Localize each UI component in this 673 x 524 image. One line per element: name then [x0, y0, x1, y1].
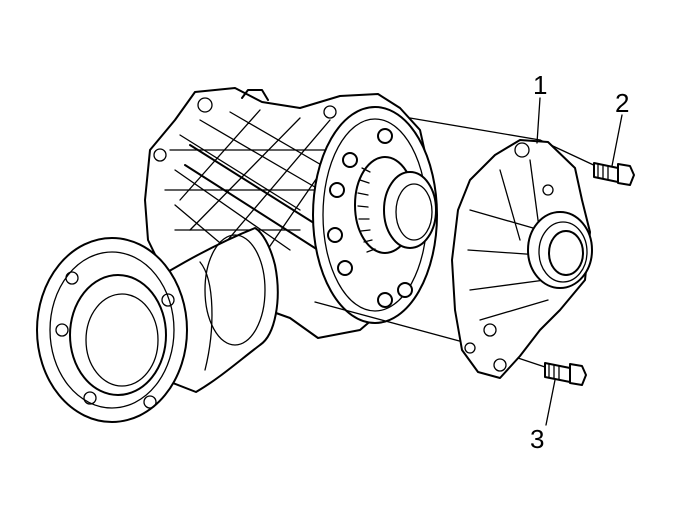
callout-3: 3: [530, 424, 544, 454]
housing-flange-face: [312, 106, 438, 324]
cover-bearing-bore: [527, 211, 593, 289]
leader-lines: [536, 97, 623, 426]
spline-hub: [354, 156, 437, 254]
bolt-lower: [544, 362, 587, 386]
flange-bolts: [327, 128, 413, 308]
cover-plate: [451, 139, 593, 379]
callout-2: 2: [615, 88, 629, 118]
bolt-upper: [593, 162, 635, 186]
bell-flange: [36, 237, 188, 423]
callout-1: 1: [533, 70, 547, 100]
